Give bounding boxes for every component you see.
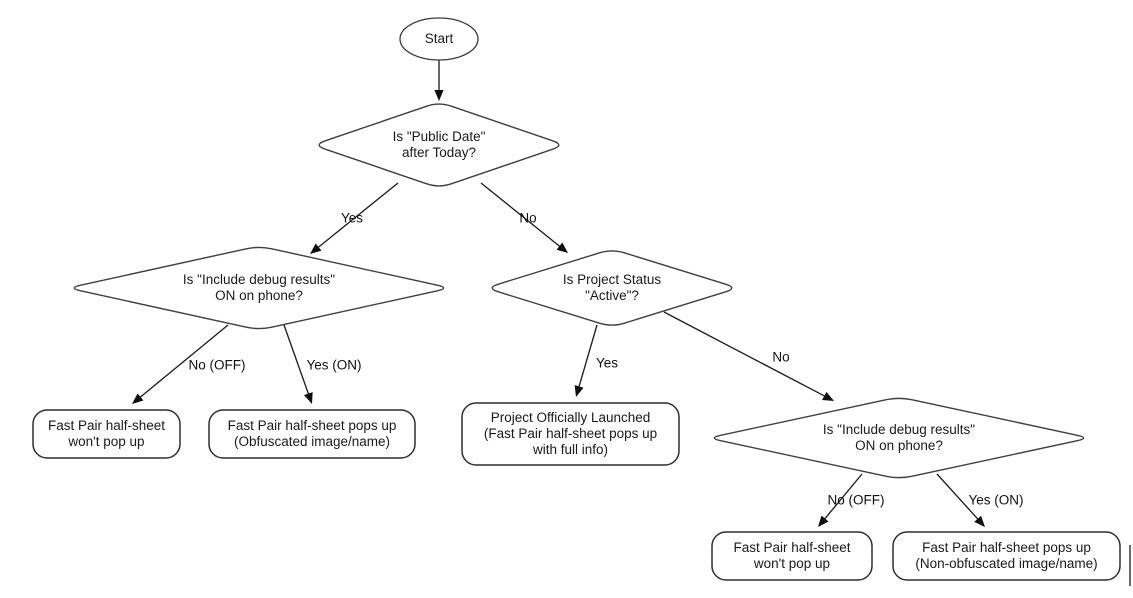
node-right-wont-pop-label-line: Fast Pair half-sheet (733, 540, 850, 555)
node-left-obfuscated-label-line: Fast Pair half-sheet pops up (228, 418, 397, 433)
node-right-wont-pop-label-line: won't pop up (753, 556, 830, 571)
node-officially-launched-label-line: with full info) (532, 442, 608, 457)
edge-label-public-date-no: No (519, 211, 536, 226)
node-right-wont-pop-shape (711, 531, 873, 581)
edge-label-debug-left-no-off: No (OFF) (189, 358, 246, 373)
edges-layer (132, 60, 985, 527)
edge-label-project-status-yes: Yes (596, 356, 618, 371)
edge-debug-left-no-off (132, 324, 229, 404)
node-left-obfuscated-label: Fast Pair half-sheet pops up(Obfuscated … (228, 418, 397, 449)
edge-project-status-no (663, 311, 834, 401)
node-officially-launched[interactable]: Project Officially Launched(Fast Pair ha… (461, 402, 680, 466)
edge-debug-left-yes-on-line (283, 324, 310, 396)
edge-debug-left-yes-on (283, 324, 313, 404)
node-left-wont-pop-shape (32, 409, 181, 459)
edge-project-status-yes-arrowhead-icon (574, 385, 584, 397)
edge-label-public-date-yes: Yes (341, 211, 363, 226)
node-left-wont-pop-label-line: Fast Pair half-sheet (48, 418, 165, 433)
node-project-status-label-line: Is Project Status (563, 272, 662, 287)
node-public-date-shape (318, 103, 560, 187)
edge-debug-right-yes-on-line (936, 473, 980, 521)
node-debug-right-label-line: Is "Include debug results" (823, 422, 975, 437)
node-public-date-label: Is "Public Date"after Today? (393, 129, 486, 160)
edge-public-date-yes (310, 182, 399, 254)
node-officially-launched-label-line: (Fast Pair half-sheet pops up (484, 426, 657, 441)
node-public-date[interactable]: Is "Public Date"after Today? (318, 103, 560, 187)
edge-public-date-no-line (480, 182, 562, 248)
edge-label-debug-right-yes-on: Yes (ON) (968, 493, 1023, 508)
node-left-obfuscated-shape (208, 409, 416, 459)
edge-label-project-status-no: No (772, 350, 789, 365)
node-debug-left-label-line: Is "Include debug results" (183, 272, 335, 287)
node-start-label: Start (425, 31, 454, 46)
nodes-layer: Start Is "Public Date"after Today? Is "Inc… (32, 17, 1121, 581)
node-debug-right-shape (713, 397, 1085, 479)
node-debug-left[interactable]: Is "Include debug results"ON on phone? (73, 246, 445, 330)
edge-debug-left-yes-on-arrowhead-icon (303, 392, 313, 404)
edge-public-date-no (480, 182, 568, 253)
node-debug-right-label-line: ON on phone? (855, 438, 943, 453)
edge-project-status-no-line (663, 311, 827, 398)
edge-project-status-no-arrowhead-icon (822, 391, 834, 401)
edge-public-date-yes-arrowhead-icon (310, 243, 322, 254)
node-left-obfuscated[interactable]: Fast Pair half-sheet pops up(Obfuscated … (208, 409, 416, 459)
node-project-status-label-line: "Active"? (585, 288, 639, 303)
node-debug-right-label: Is "Include debug results"ON on phone? (823, 422, 975, 453)
edge-debug-left-no-off-line (138, 324, 229, 399)
edge-debug-right-yes-on-arrowhead-icon (974, 515, 985, 527)
edge-project-status-yes-line (577, 324, 598, 389)
edge-public-date-no-arrowhead-icon (556, 242, 568, 253)
node-debug-left-shape (73, 246, 445, 330)
edge-debug-right-no-off-line (823, 473, 863, 521)
edge-project-status-yes (574, 324, 598, 397)
node-right-nonobfuscated-shape (892, 531, 1121, 581)
node-officially-launched-label-line: Project Officially Launched (491, 410, 651, 425)
node-right-nonobfuscated-label-line: Fast Pair half-sheet pops up (922, 540, 1091, 555)
node-start-shape (399, 17, 479, 61)
edge-label-debug-right-no-off: No (OFF) (828, 493, 885, 508)
node-officially-launched-label: Project Officially Launched(Fast Pair ha… (484, 410, 657, 457)
edge-debug-right-no-off (818, 473, 863, 527)
edge-label-debug-left-yes-on: Yes (ON) (306, 358, 361, 373)
node-start-label-line: Start (425, 31, 454, 46)
edge-debug-right-no-off-arrowhead-icon (818, 515, 829, 527)
node-project-status-label: Is Project Status"Active"? (563, 272, 662, 303)
node-right-nonobfuscated-label: Fast Pair half-sheet pops up(Non-obfusca… (915, 540, 1097, 571)
node-public-date-label-line: Is "Public Date" (393, 129, 486, 144)
node-project-status[interactable]: Is Project Status"Active"? (491, 250, 733, 326)
node-debug-left-label: Is "Include debug results"ON on phone? (183, 272, 335, 303)
node-public-date-label-line: after Today? (402, 145, 476, 160)
edge-start-to-public-date (434, 60, 444, 101)
node-debug-right[interactable]: Is "Include debug results"ON on phone? (713, 397, 1085, 479)
node-officially-launched-shape (461, 402, 680, 466)
node-left-wont-pop-label-line: won't pop up (67, 434, 144, 449)
node-left-obfuscated-label-line: (Obfuscated image/name) (234, 434, 390, 449)
edge-start-to-public-date-arrowhead-icon (434, 90, 444, 101)
node-project-status-shape (491, 250, 733, 326)
node-right-nonobfuscated[interactable]: Fast Pair half-sheet pops up(Non-obfusca… (892, 531, 1121, 581)
node-right-nonobfuscated-label-line: (Non-obfuscated image/name) (915, 556, 1097, 571)
edge-debug-left-no-off-arrowhead-icon (132, 393, 144, 404)
edge-public-date-yes-line (316, 182, 399, 249)
node-debug-left-label-line: ON on phone? (215, 288, 303, 303)
node-start[interactable]: Start (399, 17, 479, 61)
edge-debug-right-yes-on (936, 473, 985, 527)
